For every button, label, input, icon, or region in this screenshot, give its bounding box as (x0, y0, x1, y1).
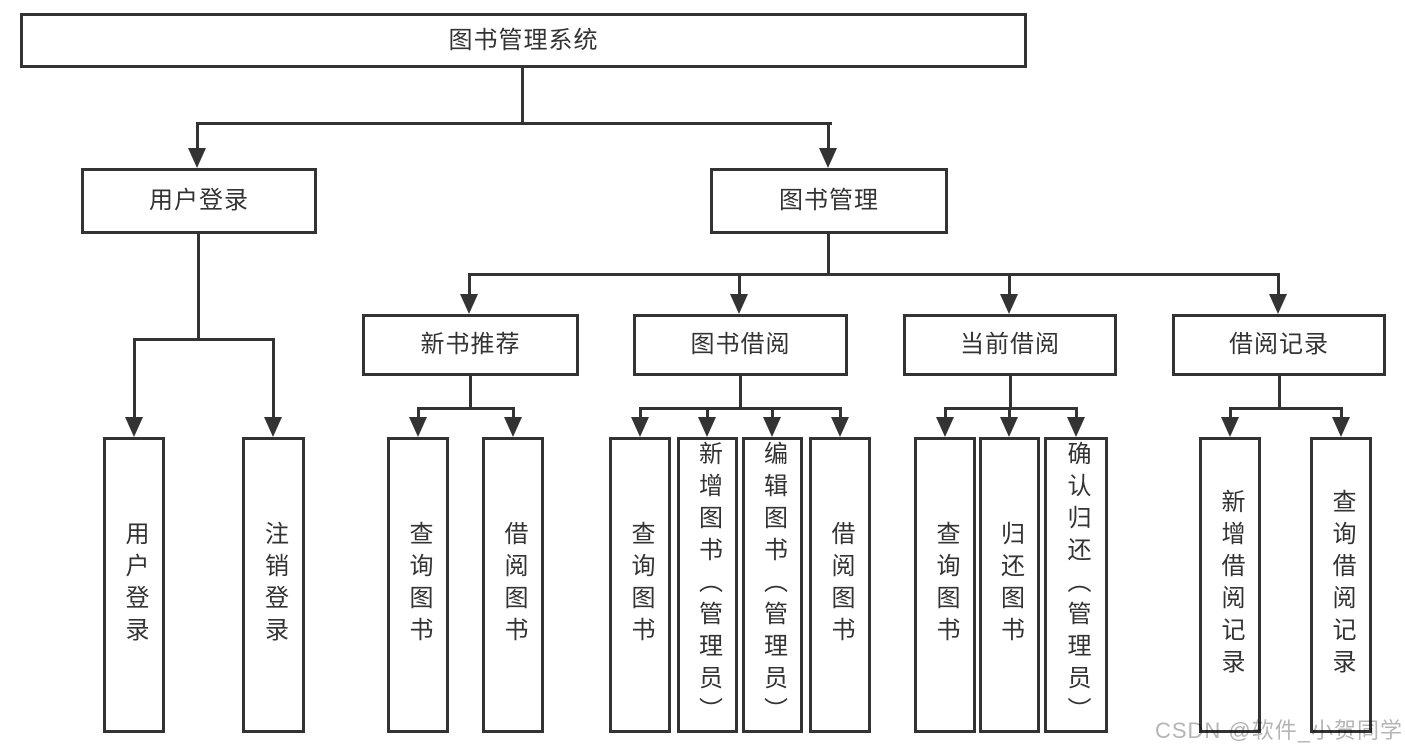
connector-root-drop-right (827, 122, 830, 150)
connector-bookmgmt-stem (827, 234, 830, 273)
connector-userlogin-drop-2 (272, 338, 275, 419)
arrowhead-icon (1221, 417, 1239, 437)
watermark: CSDN @软件_小贺同学 (1154, 718, 1403, 743)
arrowhead-icon (1000, 417, 1018, 437)
connector-records-hline (1229, 407, 1343, 410)
node-system-root: 图书管理系统 (20, 13, 1027, 68)
arrowhead-icon (1067, 417, 1085, 437)
arrowhead-icon (936, 417, 954, 437)
connector-current-stem (1009, 376, 1012, 407)
arrowhead-icon (831, 417, 849, 437)
leaf-borrow-books-recommend: 借阅图书 (482, 437, 544, 733)
connector-borrowing-hline (639, 407, 842, 410)
connector-records-drop-1 (1229, 407, 1232, 418)
connector-current-drop-2 (1008, 407, 1011, 418)
arrowhead-icon (125, 417, 143, 437)
leaf-query-books-recommend: 查询图书 (387, 437, 449, 733)
connector-root-drop-left (196, 122, 199, 150)
connector-current-hline (944, 407, 1078, 410)
connector-bookmgmt-drop-3 (1008, 273, 1011, 295)
arrowhead-icon (730, 294, 748, 314)
arrowhead-icon (698, 417, 716, 437)
leaf-return-book: 归还图书 (979, 437, 1040, 733)
connector-bookmgmt-hline (468, 273, 1280, 276)
leaf-borrow-books-borrowing: 借阅图书 (809, 437, 871, 733)
node-user-login: 用户登录 (81, 168, 317, 234)
node-book-borrowing: 图书借阅 (633, 314, 848, 376)
node-book-management: 图书管理 (710, 168, 948, 234)
connector-borrowing-stem (739, 376, 742, 407)
connector-borrowing-drop-3 (771, 407, 774, 418)
connector-bookmgmt-drop-2 (738, 273, 741, 295)
connector-newbook-hline (417, 407, 515, 410)
connector-userlogin-stem (197, 234, 200, 338)
connector-root-stem (521, 68, 524, 122)
leaf-add-book-admin: 新增图书（管理员） (677, 437, 738, 733)
connector-userlogin-hline (133, 338, 275, 341)
connector-borrowing-drop-2 (706, 407, 709, 418)
connector-userlogin-drop-1 (133, 338, 136, 419)
arrowhead-icon (264, 417, 282, 437)
node-current-borrowing: 当前借阅 (903, 314, 1117, 376)
arrowhead-icon (1269, 294, 1287, 314)
leaf-user-login: 用户登录 (103, 437, 165, 733)
leaf-query-books-borrowing: 查询图书 (609, 437, 671, 733)
leaf-confirm-return-admin: 确认归还（管理员） (1044, 437, 1108, 733)
arrowhead-icon (504, 417, 522, 437)
arrowhead-icon (409, 417, 427, 437)
connector-newbook-stem (469, 376, 472, 407)
connector-newbook-drop-1 (417, 407, 420, 418)
connector-bookmgmt-drop-4 (1277, 273, 1280, 295)
connector-records-stem (1278, 376, 1281, 407)
leaf-add-borrow-record: 新增借阅记录 (1199, 437, 1261, 733)
leaf-query-books-current: 查询图书 (914, 437, 976, 733)
arrowhead-icon (460, 294, 478, 314)
connector-current-drop-1 (944, 407, 947, 418)
connector-records-drop-2 (1340, 407, 1343, 418)
connector-borrowing-drop-1 (639, 407, 642, 418)
connector-root-hline (196, 122, 832, 125)
node-borrowing-records: 借阅记录 (1172, 314, 1386, 376)
connector-newbook-drop-2 (512, 407, 515, 418)
arrowhead-icon (763, 417, 781, 437)
connector-bookmgmt-drop-1 (468, 273, 471, 295)
connector-current-drop-3 (1075, 407, 1078, 418)
arrowhead-icon (188, 148, 206, 168)
arrowhead-icon (1000, 294, 1018, 314)
leaf-query-borrow-record: 查询借阅记录 (1310, 437, 1372, 733)
leaf-edit-book-admin: 编辑图书（管理员） (742, 437, 803, 733)
node-new-book-recommend: 新书推荐 (362, 314, 579, 376)
arrowhead-icon (819, 148, 837, 168)
leaf-logout: 注销登录 (242, 437, 305, 733)
connector-borrowing-drop-4 (839, 407, 842, 418)
arrowhead-icon (631, 417, 649, 437)
arrowhead-icon (1332, 417, 1350, 437)
